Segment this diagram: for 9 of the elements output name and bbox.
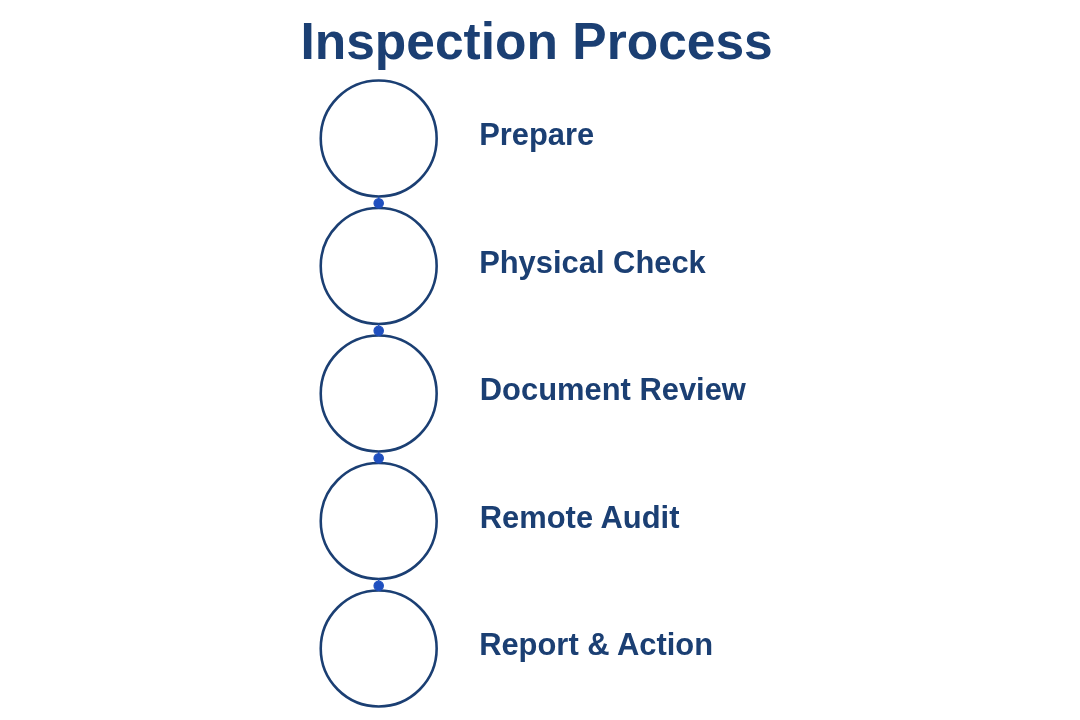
node-label: Prepare [479,117,595,153]
diagram-title: Inspection Process [300,11,773,70]
node-circle [319,589,438,708]
node-label: Remote Audit [479,499,680,535]
node-label: Document Review [479,372,746,408]
node-label: Report & Action [479,627,714,663]
connector [373,578,384,592]
node-label: Physical Check [479,244,706,280]
connector [373,323,384,337]
